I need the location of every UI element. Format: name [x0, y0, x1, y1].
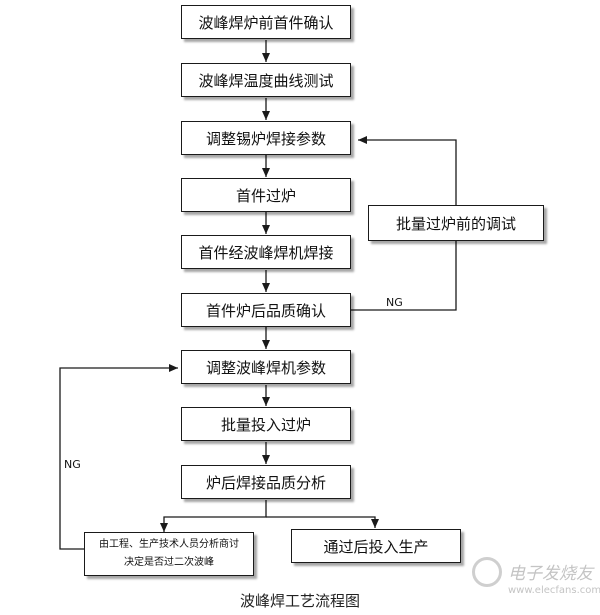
ng-decision-line1: 由工程、生产技术人员分析商讨: [99, 539, 239, 550]
step-label: 首件经波峰焊机焊接: [198, 243, 334, 262]
step-temperature-profile-test: 波峰焊温度曲线测试: [181, 63, 351, 97]
step-label: 首件炉后品质确认: [205, 301, 326, 320]
pass-label: 通过后投入生产: [323, 537, 429, 556]
watermark-url: www.elecfans.com: [508, 585, 600, 596]
branch-to-pass-box: [266, 516, 379, 528]
step-first-article-wave-solder: 首件经波峰焊机焊接: [181, 235, 351, 269]
step-label: 波峰焊温度曲线测试: [198, 71, 334, 90]
side-step-batch-debug: 批量过炉前的调试: [368, 205, 544, 241]
step-label: 首件过炉: [235, 186, 296, 205]
step-post-weld-analysis: 炉后焊接品质分析: [181, 465, 351, 499]
step-label: 波峰焊炉前首件确认: [198, 13, 334, 32]
step-label: 批量投入过炉: [220, 415, 311, 434]
ng-left-loop: [59, 364, 178, 550]
watermark: 电子发烧友 www.elecfans.com: [470, 555, 600, 605]
ng-decision-box: 由工程、生产技术人员分析商讨 决定是否过二次波峰: [84, 532, 254, 576]
step-post-quality-confirm: 首件炉后品质确认: [181, 293, 351, 327]
figure-caption: 波峰焊工艺流程图: [239, 592, 360, 610]
watermark-text: 电子发烧友: [508, 564, 593, 584]
step-batch-pass: 批量投入过炉: [181, 407, 351, 441]
step-label: 调整锡炉焊接参数: [205, 129, 326, 148]
step-adjust-solder-pot: 调整锡炉焊接参数: [181, 121, 351, 155]
step-first-article-pass: 首件过炉: [181, 178, 351, 212]
step-label: 炉后焊接品质分析: [205, 473, 326, 492]
side-step-label: 批量过炉前的调试: [395, 214, 516, 233]
ng-right-loop: [349, 240, 457, 311]
branch-to-ng-box: [160, 500, 267, 532]
pass-to-production-box: 通过后投入生产: [291, 529, 461, 563]
ng-decision-line2: 决定是否过二次波峰: [124, 557, 214, 568]
step-adjust-wave-machine: 调整波峰焊机参数: [181, 350, 351, 384]
step-preflight-first-article: 波峰焊炉前首件确认: [181, 5, 351, 39]
ng-label-right: NG: [386, 296, 403, 309]
ng-label-left: NG: [64, 458, 81, 471]
side-to-adjust: [358, 136, 457, 205]
watermark-logo-icon: [472, 557, 502, 587]
step-label: 调整波峰焊机参数: [205, 358, 326, 377]
